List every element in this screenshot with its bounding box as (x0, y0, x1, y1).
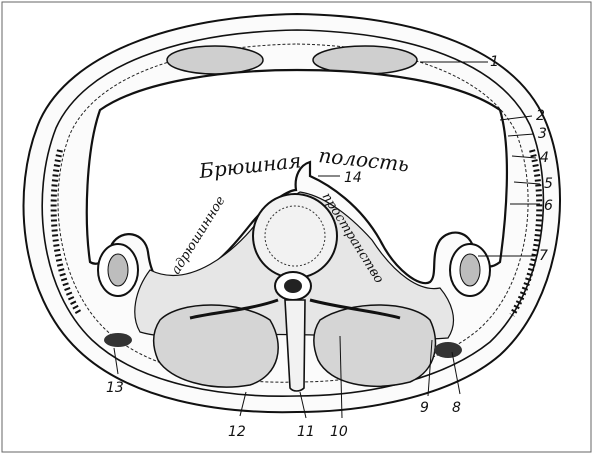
label-10: 10 (330, 424, 348, 440)
muscle-near-8 (434, 342, 462, 358)
rectus-muscle-left (167, 46, 263, 74)
label-5: 5 (544, 176, 553, 192)
label-2: 2 (536, 108, 545, 124)
spinal-cord (284, 279, 302, 293)
label-14: 14 (344, 170, 362, 186)
label-11: 11 (297, 424, 315, 440)
label-1: 1 (490, 54, 499, 70)
kidney-left-core (108, 254, 128, 286)
label-7: 7 (539, 248, 548, 264)
back-muscles-left (154, 305, 278, 387)
muscle-near-13 (104, 333, 132, 347)
label-9: 9 (420, 400, 429, 416)
kidney-right-core (460, 254, 480, 286)
label-4: 4 (540, 150, 549, 166)
label-8: 8 (452, 400, 461, 416)
label-3: 3 (538, 126, 547, 142)
label-13: 13 (106, 380, 124, 396)
back-muscles-right (314, 305, 436, 386)
label-6: 6 (544, 198, 553, 214)
label-12: 12 (228, 424, 246, 440)
